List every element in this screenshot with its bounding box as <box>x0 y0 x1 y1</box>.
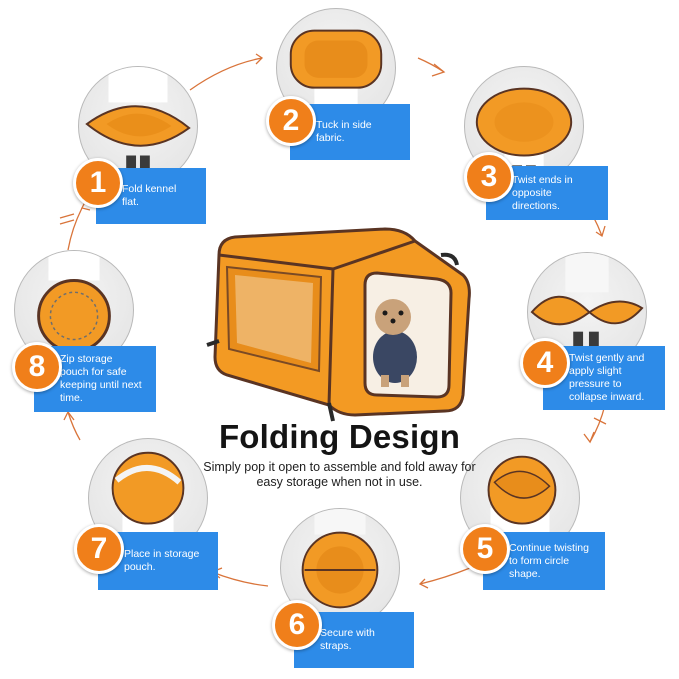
arrow-1-2 <box>189 57 263 91</box>
step-1-badge: 1 <box>73 158 123 208</box>
step-6-photo <box>280 508 400 628</box>
dog <box>373 299 417 387</box>
step-5-label: Continue twisting to form circle shape. <box>483 532 605 590</box>
step-2-badge: 2 <box>266 96 316 146</box>
step-4-label: Twist gently and apply slight pressure t… <box>543 346 665 410</box>
page-title: Folding Design <box>218 418 461 455</box>
step-8-badge: 8 <box>12 342 62 392</box>
step-7-badge: 7 <box>74 524 124 574</box>
kennel-illustration <box>206 227 471 422</box>
arrow-2-3 <box>417 57 445 73</box>
step-6-badge: 6 <box>272 600 322 650</box>
step-5-badge: 5 <box>460 524 510 574</box>
arrow-8-1 <box>67 207 83 251</box>
arrow-5-6 <box>419 567 471 585</box>
step-4-badge: 4 <box>520 338 570 388</box>
step-3-badge: 3 <box>464 152 514 202</box>
page-subtitle: Simply pop it open to assemble and fold … <box>203 460 476 489</box>
arrow-6-7 <box>211 571 269 587</box>
